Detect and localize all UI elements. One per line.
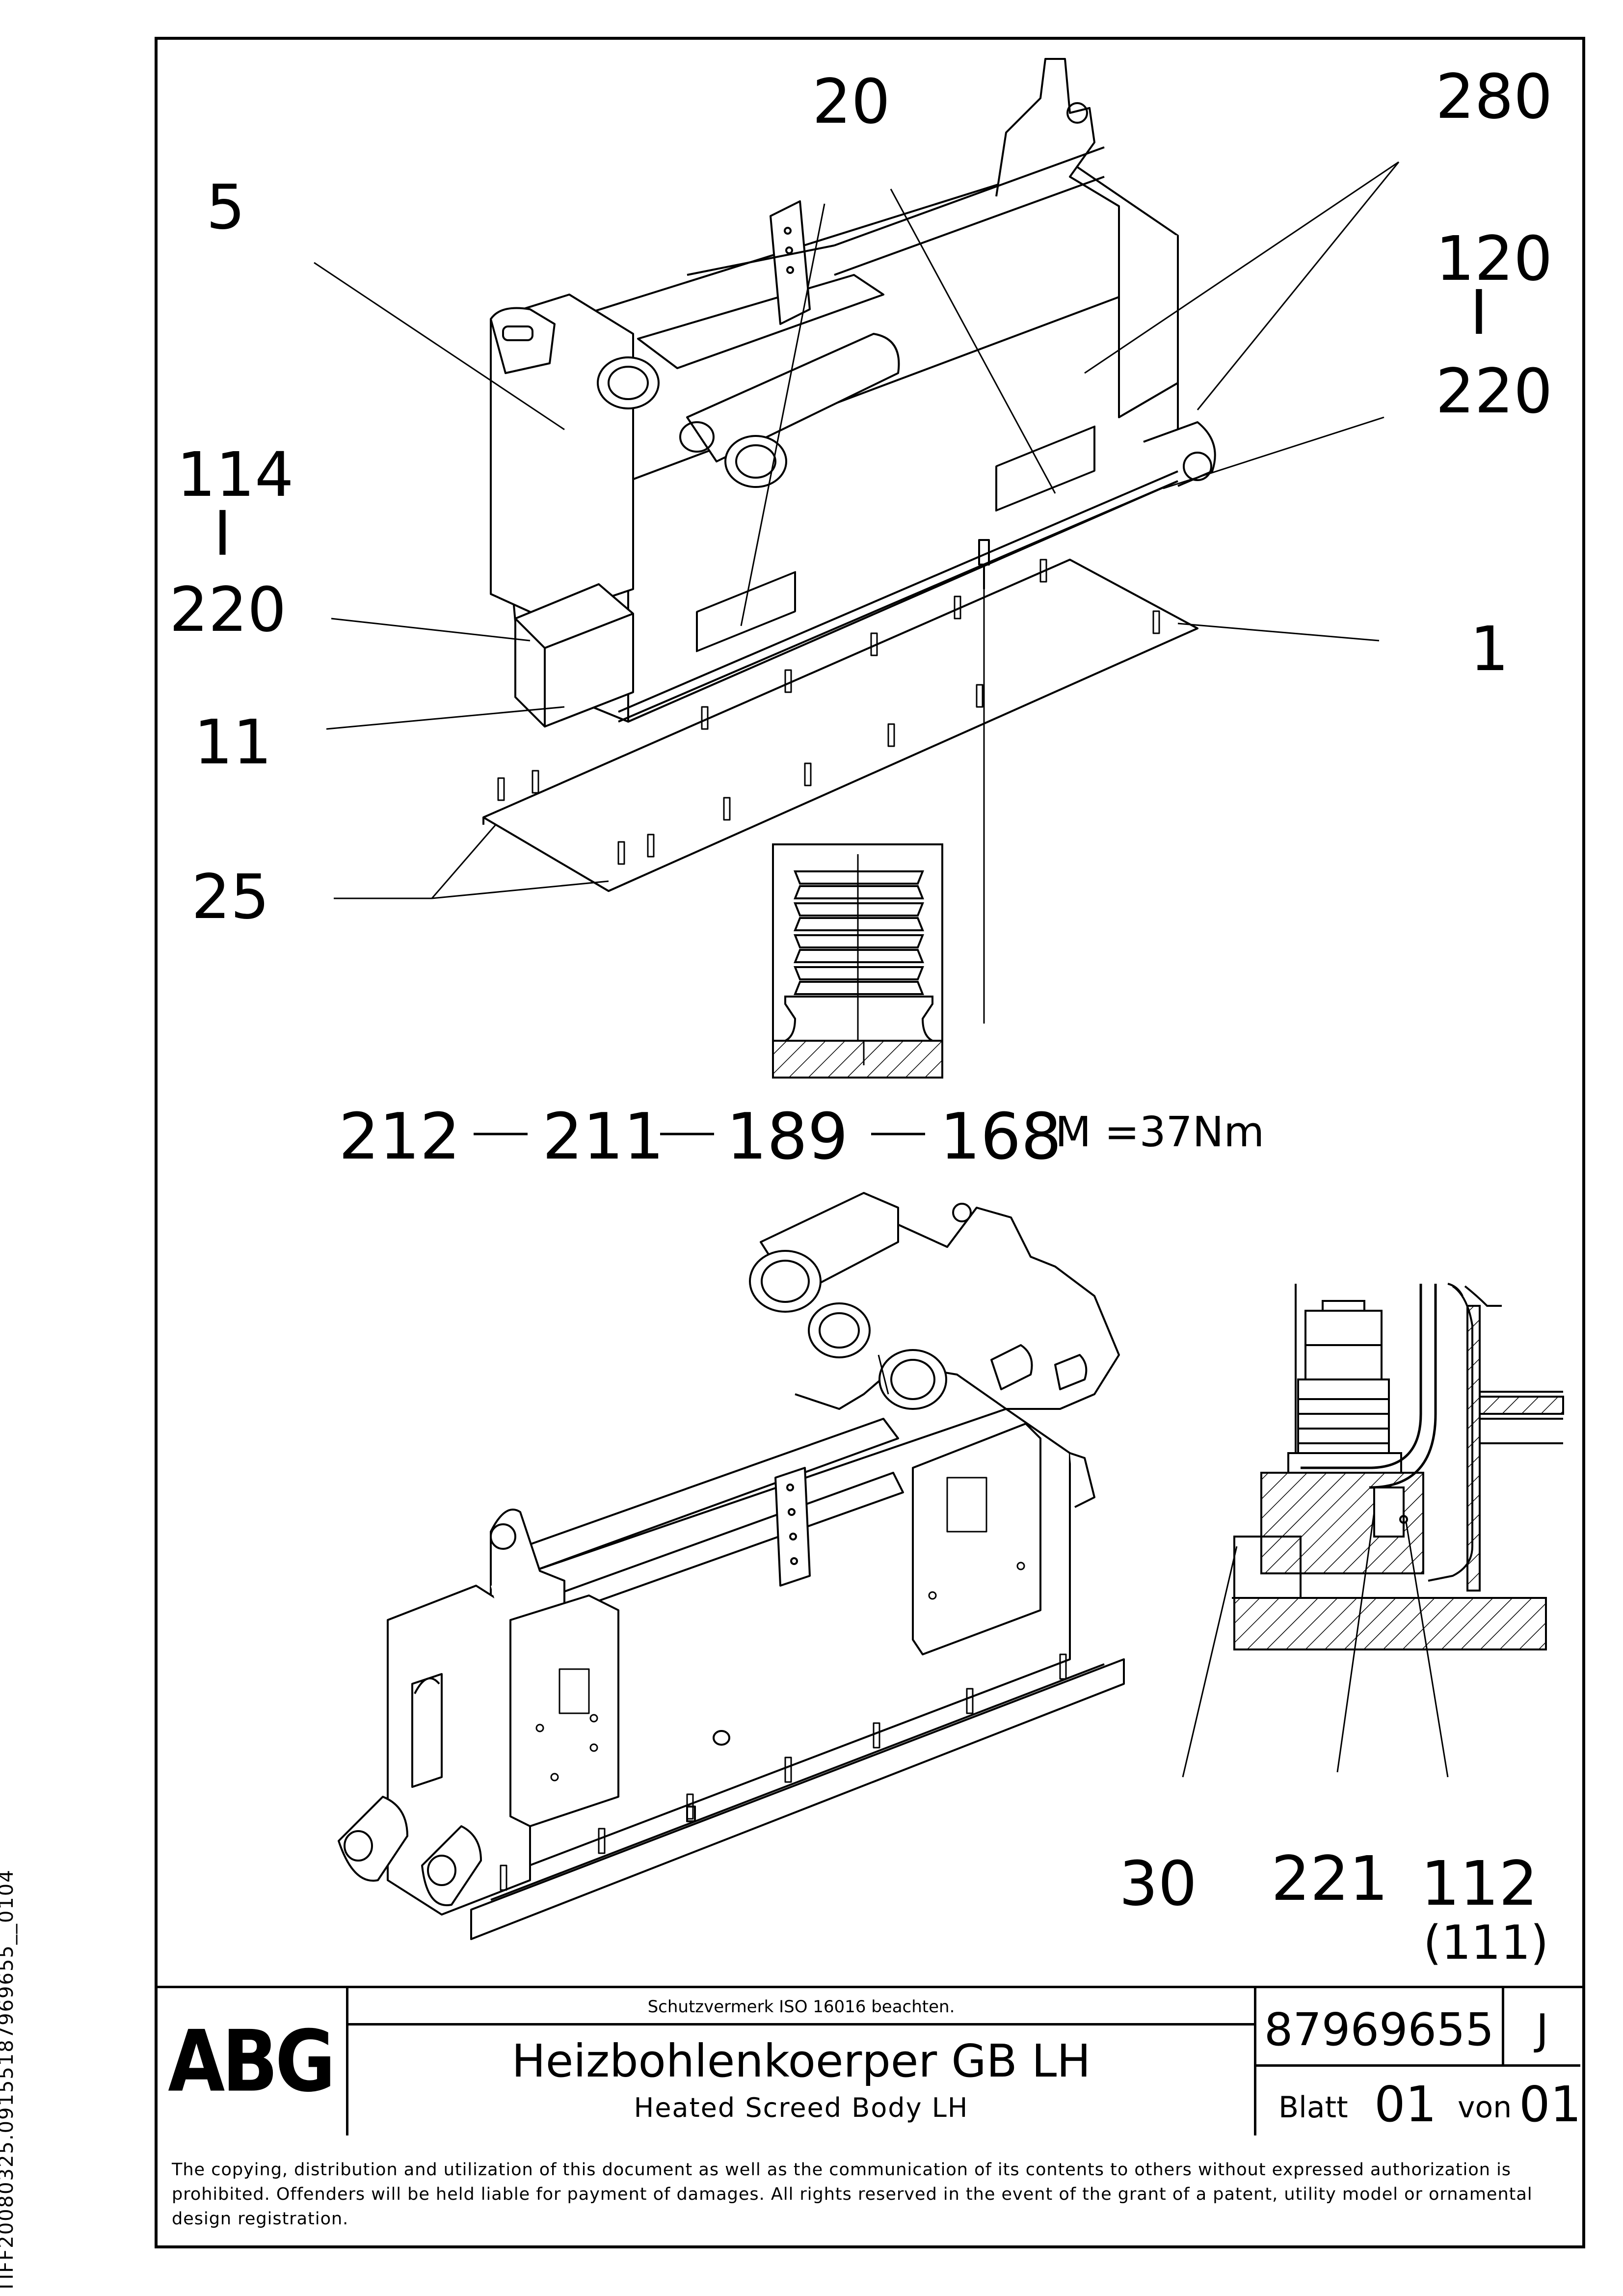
- callout-30: 30: [1119, 1848, 1197, 1919]
- title-cell: Schutzvermerk ISO 16016 beachten. Heizbo…: [348, 1988, 1256, 2135]
- callout-1: 1: [1470, 614, 1509, 685]
- callout-120: 120: [1436, 223, 1553, 295]
- drawing-title-de: Heizbohlenkoerper GB LH: [511, 2035, 1091, 2087]
- callout-25: 25: [191, 862, 269, 933]
- callout-labels: 5 20 280 120 I 220 114 I 220 11 1 25 30 …: [169, 61, 1553, 1970]
- callout-5: 5: [206, 172, 245, 243]
- callout-221: 221: [1271, 1843, 1388, 1915]
- torque-spec: M =37Nm: [1055, 1108, 1264, 1157]
- number-cell: 87969655 J Blatt 01 von 01: [1256, 1988, 1585, 2135]
- callout-111: (111): [1423, 1916, 1548, 1970]
- sheet-number: 01: [1374, 2076, 1437, 2133]
- abg-logo: ABG: [168, 2012, 336, 2111]
- torque-part-211: 211: [542, 1099, 664, 1174]
- torque-part-168: 168: [940, 1099, 1062, 1174]
- drawing-number: 87969655: [1256, 1988, 1504, 2067]
- drawing-title-en: Heated Screed Body LH: [634, 2092, 969, 2123]
- callout-280: 280: [1436, 61, 1553, 133]
- callout-114: 114: [177, 439, 294, 511]
- callout-120-separator: I: [1470, 277, 1488, 349]
- protection-notice: Schutzvermerk ISO 16016 beachten.: [348, 1988, 1254, 2026]
- torque-part-212: 212: [339, 1099, 460, 1174]
- sheet-total: 01: [1519, 2076, 1582, 2133]
- callout-114-range: 220: [169, 574, 287, 646]
- callout-112: 112: [1421, 1848, 1538, 1919]
- technical-drawing: 5 20 280 120 I 220 114 I 220 11 1 25 30 …: [169, 58, 1564, 1970]
- title-block: ABG Schutzvermerk ISO 16016 beachten. He…: [155, 1986, 1585, 2135]
- sheet-info: Blatt 01 von 01: [1256, 2067, 1582, 2135]
- upper-assembly: [482, 58, 1216, 892]
- torque-line: 212 211 189 168 M =37Nm: [339, 1099, 1264, 1174]
- logo-cell: ABG: [155, 1988, 348, 2135]
- section-detail: [1232, 1283, 1564, 1650]
- spring-washer-detail: [772, 843, 943, 1079]
- torque-part-189: 189: [726, 1099, 848, 1174]
- callout-120-range: 220: [1436, 356, 1553, 427]
- callout-20: 20: [812, 66, 890, 137]
- leader-lines: [314, 161, 1449, 1778]
- of-label: von: [1458, 2090, 1512, 2125]
- sheet-border: [155, 37, 1585, 2248]
- callout-11: 11: [194, 707, 272, 778]
- copyright-notice: The copying, distribution and utilizatio…: [172, 2160, 1533, 2229]
- revision-letter: J: [1504, 1988, 1580, 2067]
- callout-114-separator: I: [213, 498, 232, 569]
- sheet-label: Blatt: [1278, 2090, 1348, 2125]
- lower-assembly: [338, 1192, 1125, 1940]
